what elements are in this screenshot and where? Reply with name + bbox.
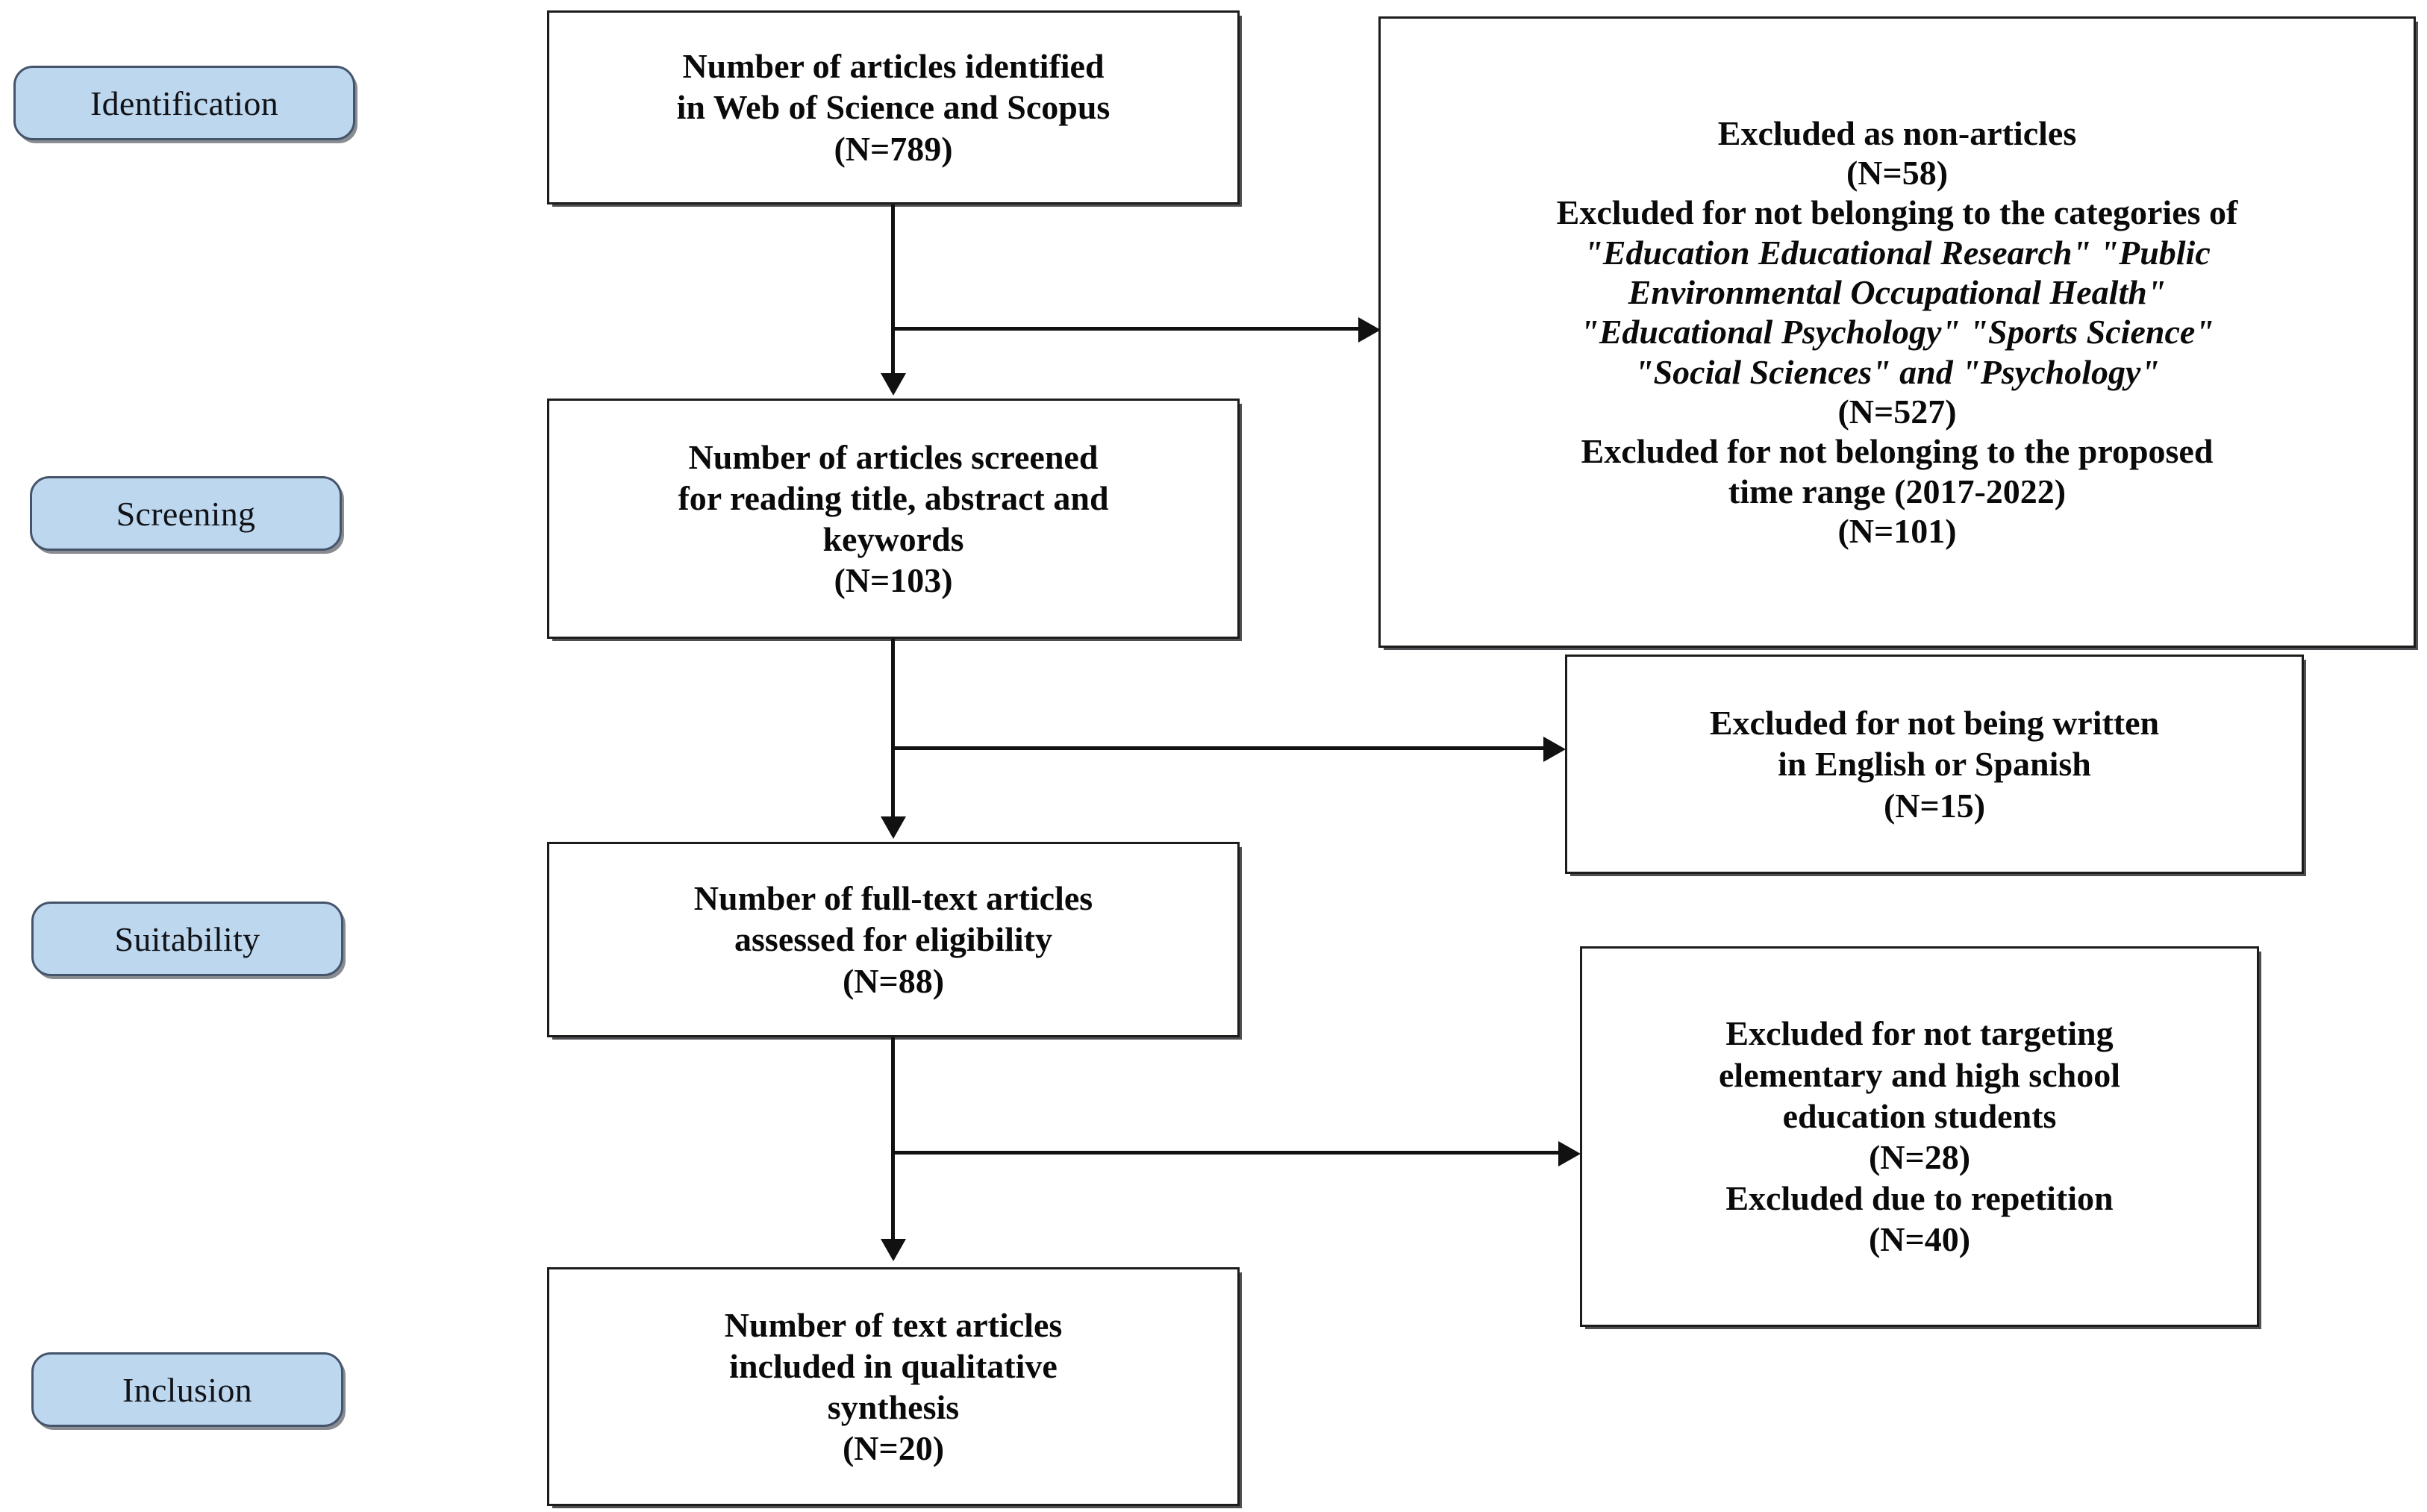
line: for reading title, abstract and <box>678 478 1109 517</box>
line-italic: Environmental Occupational Health" <box>1628 272 2167 311</box>
main-box-full-text-assessed-text: Number of full-text articles assessed fo… <box>549 878 1237 1002</box>
stage-pill-inclusion: Inclusion <box>31 1352 343 1427</box>
line: (N=40) <box>1868 1220 1971 1259</box>
exclusion-box-population: Excluded for not targeting elementary an… <box>1580 946 2259 1327</box>
main-box-identified: Number of articles identified in Web of … <box>547 10 1240 204</box>
line: included in qualitative <box>729 1346 1058 1385</box>
line: education students <box>1782 1096 2057 1135</box>
line-italic: "Education Educational Research" "Public <box>1584 233 2211 272</box>
line: (N=101) <box>1837 512 1957 551</box>
stage-pill-suitability: Suitability <box>31 902 343 976</box>
line: elementary and high school <box>1719 1055 2120 1094</box>
line: Number of articles screened <box>688 437 1099 476</box>
stage-label-identification: Identification <box>90 84 278 122</box>
line: Excluded due to repetition <box>1725 1179 2114 1218</box>
connector-full-text-to-included-arrowhead <box>881 1239 906 1261</box>
exclusion-box-identification: Excluded as non-articles (N=58) Excluded… <box>1378 16 2416 648</box>
line: in English or Spanish <box>1778 745 2091 784</box>
exclusion-box-language-text: Excluded for not being written in Englis… <box>1567 702 2302 826</box>
connector-screened-to-language-branch <box>891 746 1546 750</box>
line: synthesis <box>827 1388 960 1426</box>
exclusion-box-identification-text: Excluded as non-articles (N=58) Excluded… <box>1381 113 2414 552</box>
line: Excluded for not being written <box>1709 704 2160 743</box>
line: Excluded for not belonging to the catego… <box>1556 193 2238 232</box>
main-box-identified-text: Number of articles identified in Web of … <box>549 46 1237 169</box>
main-box-screened: Number of articles screened for reading … <box>547 399 1240 639</box>
connector-screened-to-full-text-stem <box>891 639 895 818</box>
main-box-full-text-assessed: Number of full-text articles assessed fo… <box>547 842 1240 1037</box>
line: (N=88) <box>842 961 945 1000</box>
stage-pill-identification: Identification <box>13 66 355 140</box>
line-italic: "Educational Psychology" "Sports Science… <box>1580 313 2214 352</box>
main-box-screened-text: Number of articles screened for reading … <box>549 437 1237 602</box>
connector-identified-to-screened-arrowhead <box>881 373 906 396</box>
main-box-included-text: Number of text articles included in qual… <box>549 1305 1237 1469</box>
exclusion-box-population-text: Excluded for not targeting elementary an… <box>1582 1013 2257 1260</box>
line: in Web of Science and Scopus <box>676 88 1111 127</box>
line: Number of full-text articles <box>693 879 1093 918</box>
line: (N=789) <box>834 129 953 168</box>
line: (N=28) <box>1868 1138 1971 1176</box>
line: (N=103) <box>834 561 953 600</box>
line: (N=20) <box>842 1429 945 1468</box>
main-box-included: Number of text articles included in qual… <box>547 1267 1240 1506</box>
connector-screened-to-full-text-arrowhead <box>881 816 906 839</box>
connector-full-text-to-population-branch <box>891 1151 1561 1155</box>
line: keywords <box>822 520 964 558</box>
line: assessed for eligibility <box>734 920 1052 959</box>
line: Excluded for not belonging to the propos… <box>1581 432 2214 471</box>
stage-label-suitability: Suitability <box>114 919 260 958</box>
line: Number of articles identified <box>682 47 1105 86</box>
connector-identified-to-exclusions-arrowhead <box>1358 317 1381 343</box>
connector-screened-to-language-arrowhead <box>1543 737 1566 762</box>
connector-full-text-to-included-stem <box>891 1037 895 1240</box>
line: Number of text articles <box>724 1305 1063 1344</box>
line: Excluded for not targeting <box>1725 1014 2114 1053</box>
stage-label-screening: Screening <box>116 494 256 533</box>
stage-pill-screening: Screening <box>30 476 342 551</box>
stage-label-inclusion: Inclusion <box>122 1370 252 1409</box>
connector-identified-to-screened-stem <box>891 204 895 375</box>
exclusion-box-language: Excluded for not being written in Englis… <box>1565 655 2304 874</box>
line: Excluded as non-articles <box>1717 113 2077 152</box>
line: (N=58) <box>1846 153 1949 192</box>
connector-full-text-to-population-arrowhead <box>1558 1141 1581 1166</box>
line: (N=527) <box>1837 393 1957 431</box>
line-italic: "Social Sciences" and "Psychology" <box>1634 352 2160 391</box>
connector-identified-to-exclusions-branch <box>891 327 1361 331</box>
line: (N=15) <box>1883 786 1986 825</box>
line: time range (2017-2022) <box>1728 472 2067 510</box>
